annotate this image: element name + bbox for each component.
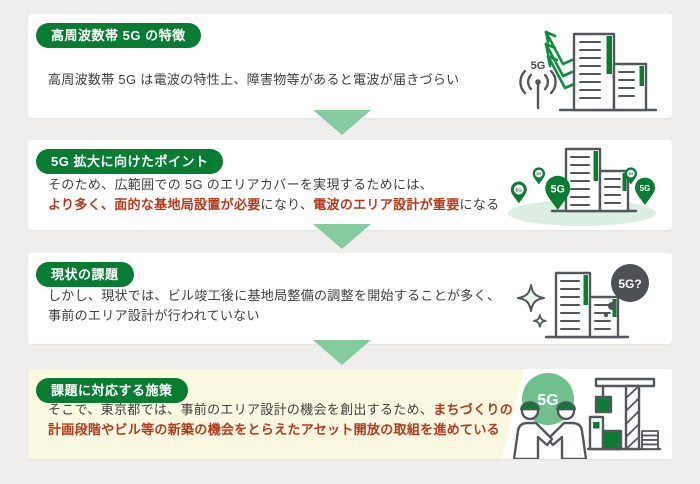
5g-map-pin-icon: 5G — [624, 167, 638, 185]
short-building-icon — [598, 169, 630, 213]
helmet-icon — [556, 401, 576, 411]
svg-text:5G: 5G — [628, 172, 633, 176]
tall-building-icon — [564, 147, 602, 213]
5g-map-pin-icon: 5G — [532, 167, 546, 185]
section-card-expansion-points: 5G 拡大に向けたポイント そのため、広範囲での 5G のエリアカバーを実現する… — [28, 140, 672, 230]
badge-label: 5G 拡大に向けたポイント — [51, 154, 209, 169]
body-line: 高周波数帯 5G は電波の特性上、障害物等があると電波が届きづらい — [48, 72, 460, 87]
slab-stack-icon — [641, 430, 659, 450]
svg-text:5G?: 5G? — [618, 277, 641, 291]
section-badge: 高周波数帯 5G の特徴 — [36, 23, 201, 48]
badge-label: 現状の課題 — [51, 267, 119, 282]
badge-label: 課題に対応する施策 — [51, 383, 173, 398]
body-line: になり、 — [260, 197, 314, 212]
section-body: 高周波数帯 5G は電波の特性上、障害物等があると電波が届きづらい — [48, 70, 459, 90]
section-card-5g-features: 高周波数帯 5G の特徴 高周波数帯 5G は電波の特性上、障害物等があると電波… — [28, 14, 672, 118]
5g-antenna-icon — [519, 69, 557, 110]
emphasis-text: より多く、面的な基地局設置が必要 — [48, 197, 261, 212]
emphasis-text: 計画段階やビル等の新築の機会をとらえたアセット開放の取組を進めている — [48, 422, 500, 437]
svg-text:5G: 5G — [536, 172, 541, 176]
body-line: しかし、現状では、ビル竣工後に基地局整備の調整を開始することが多く、 — [48, 288, 501, 303]
down-arrow-icon — [313, 224, 371, 249]
5g-map-pin-icon: 5G — [510, 181, 527, 204]
down-arrow-icon — [313, 110, 371, 135]
5g-question-bubble-icon: 5G? — [603, 264, 649, 318]
tall-building-icon — [572, 32, 616, 112]
section-body: そこで、東京都では、事前のエリア設計の機会を創出するため、まちづくりの 計画段階… — [48, 400, 513, 440]
section-badge: 現状の課題 — [36, 262, 134, 287]
crane-icon — [586, 377, 662, 451]
5g-map-pin-icon: 5G — [635, 177, 655, 205]
body-line: そこで、東京都では、事前のエリア設計の機会を創出するため、 — [48, 402, 434, 417]
short-building-icon — [612, 62, 648, 112]
illustration-5g-pins-icon: 5G 5G 5G 5G 5G — [508, 147, 656, 226]
section-badge: 5G 拡大に向けたポイント — [36, 149, 224, 174]
section-body: しかし、現状では、ビル竣工後に基地局整備の調整を開始することが多く、 事前のエリ… — [48, 286, 500, 326]
helmet-icon — [520, 401, 540, 411]
section-card-countermeasures: 課題に対応する施策 そこで、東京都では、事前のエリア設計の機会を創出するため、ま… — [28, 369, 672, 459]
section-body: そのため、広範囲での 5G のエリアカバーを実現するためには、 より多く、面的な… — [48, 175, 499, 215]
buildings-under-construction-icon — [588, 415, 623, 451]
emphasis-text: 電波のエリア設計が重要 — [313, 197, 460, 212]
5g-map-pin-icon: 5G — [545, 175, 571, 210]
workers-handshake-icon — [512, 401, 588, 459]
body-line: そのため、広範囲での 5G のエリアカバーを実現するためには、 — [48, 177, 433, 192]
svg-text:5G: 5G — [640, 184, 651, 193]
illustration-workers-crane-icon: 5G — [512, 373, 662, 459]
body-line: 事前のエリア設計が行われていない — [48, 308, 260, 323]
illustration-5g-antenna-blocked-icon: 5G — [519, 30, 658, 112]
down-arrow-icon — [313, 340, 371, 365]
sparkle-icon — [533, 314, 547, 328]
svg-text:5G: 5G — [537, 392, 558, 409]
emphasis-text: まちづくりの — [433, 402, 513, 417]
badge-label: 高周波数帯 5G の特徴 — [51, 28, 186, 43]
antenna-5g-label: 5G — [531, 60, 546, 72]
section-badge: 課題に対応する施策 — [36, 378, 188, 403]
illustration-building-question-icon: 5G? — [517, 264, 649, 339]
bouncing-wave-arrows-icon — [544, 30, 576, 90]
section-card-current-issues: 現状の課題 しかし、現状では、ビル竣工後に基地局整備の調整を開始することが多く、… — [28, 253, 672, 344]
sparkle-icon — [517, 284, 545, 312]
svg-text:5G: 5G — [551, 184, 565, 196]
svg-text:5G: 5G — [516, 187, 523, 193]
body-line: になる — [459, 197, 500, 212]
tall-building-icon — [554, 271, 592, 339]
